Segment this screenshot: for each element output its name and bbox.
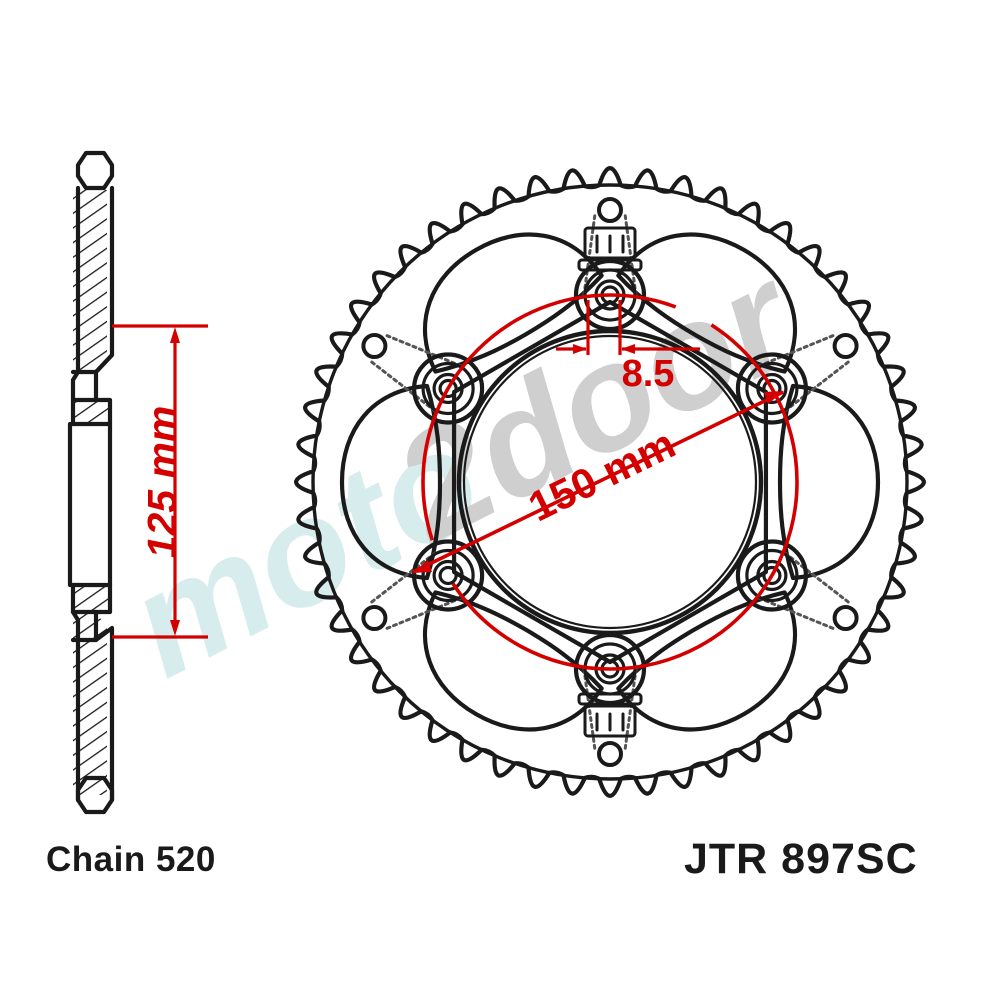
bolt-hole [762, 565, 782, 586]
bolt-hole [421, 361, 475, 416]
tooth-tip-top [75, 150, 115, 191]
mud-relief-cutout [777, 383, 881, 581]
dimension-8p5: 8.5 [556, 300, 700, 395]
dimension-8p5-label: 8.5 [622, 353, 675, 395]
bolt-hole [756, 559, 788, 592]
tooth-tip-bottom [75, 775, 115, 815]
spoke-web [757, 551, 852, 631]
lightening-hole [832, 605, 859, 631]
hub-embossing [577, 226, 643, 738]
bolt-hole [412, 539, 485, 612]
bolt-hole [432, 372, 464, 405]
bolt-hole [421, 548, 475, 603]
bolt-hole [432, 559, 464, 592]
part-number-label: JTR 897SC [684, 835, 918, 883]
pcd-dimension-line [412, 390, 784, 574]
bolt-hole [438, 378, 458, 399]
bolt-hole [756, 372, 788, 405]
center-bore-inner [462, 334, 758, 630]
lightening-hole [832, 333, 859, 359]
bolt-hole [745, 361, 799, 416]
spoke-web [582, 667, 638, 752]
dimension-125mm-label: 125 mm [139, 406, 185, 559]
tooth-root-circle [311, 183, 909, 781]
bolt-hole [438, 565, 458, 586]
lightening-holes [361, 197, 859, 767]
bolt-hole [412, 352, 485, 425]
bolt-hole [735, 352, 809, 425]
lightening-hole [361, 333, 388, 359]
bolt-hole [735, 539, 809, 612]
side-profile-view [67, 150, 115, 815]
mud-relief-cutout [616, 232, 798, 374]
bolt-hole [745, 548, 799, 603]
lightening-hole [597, 741, 623, 767]
spoke-web [582, 212, 638, 297]
pitch-circle-diameter [421, 293, 799, 671]
spoke-web [368, 333, 463, 413]
lightening-hole [361, 605, 388, 631]
sprocket-face-view [293, 166, 927, 799]
spoke-web [368, 551, 463, 631]
mud-relief-cutout [339, 383, 443, 581]
chain-size-label: Chain 520 [46, 840, 216, 879]
lightening-hole [597, 197, 623, 223]
dimension-125mm: 125 mm [112, 324, 208, 639]
mud-relief-cutout [422, 590, 604, 732]
spoke-web [757, 333, 852, 413]
